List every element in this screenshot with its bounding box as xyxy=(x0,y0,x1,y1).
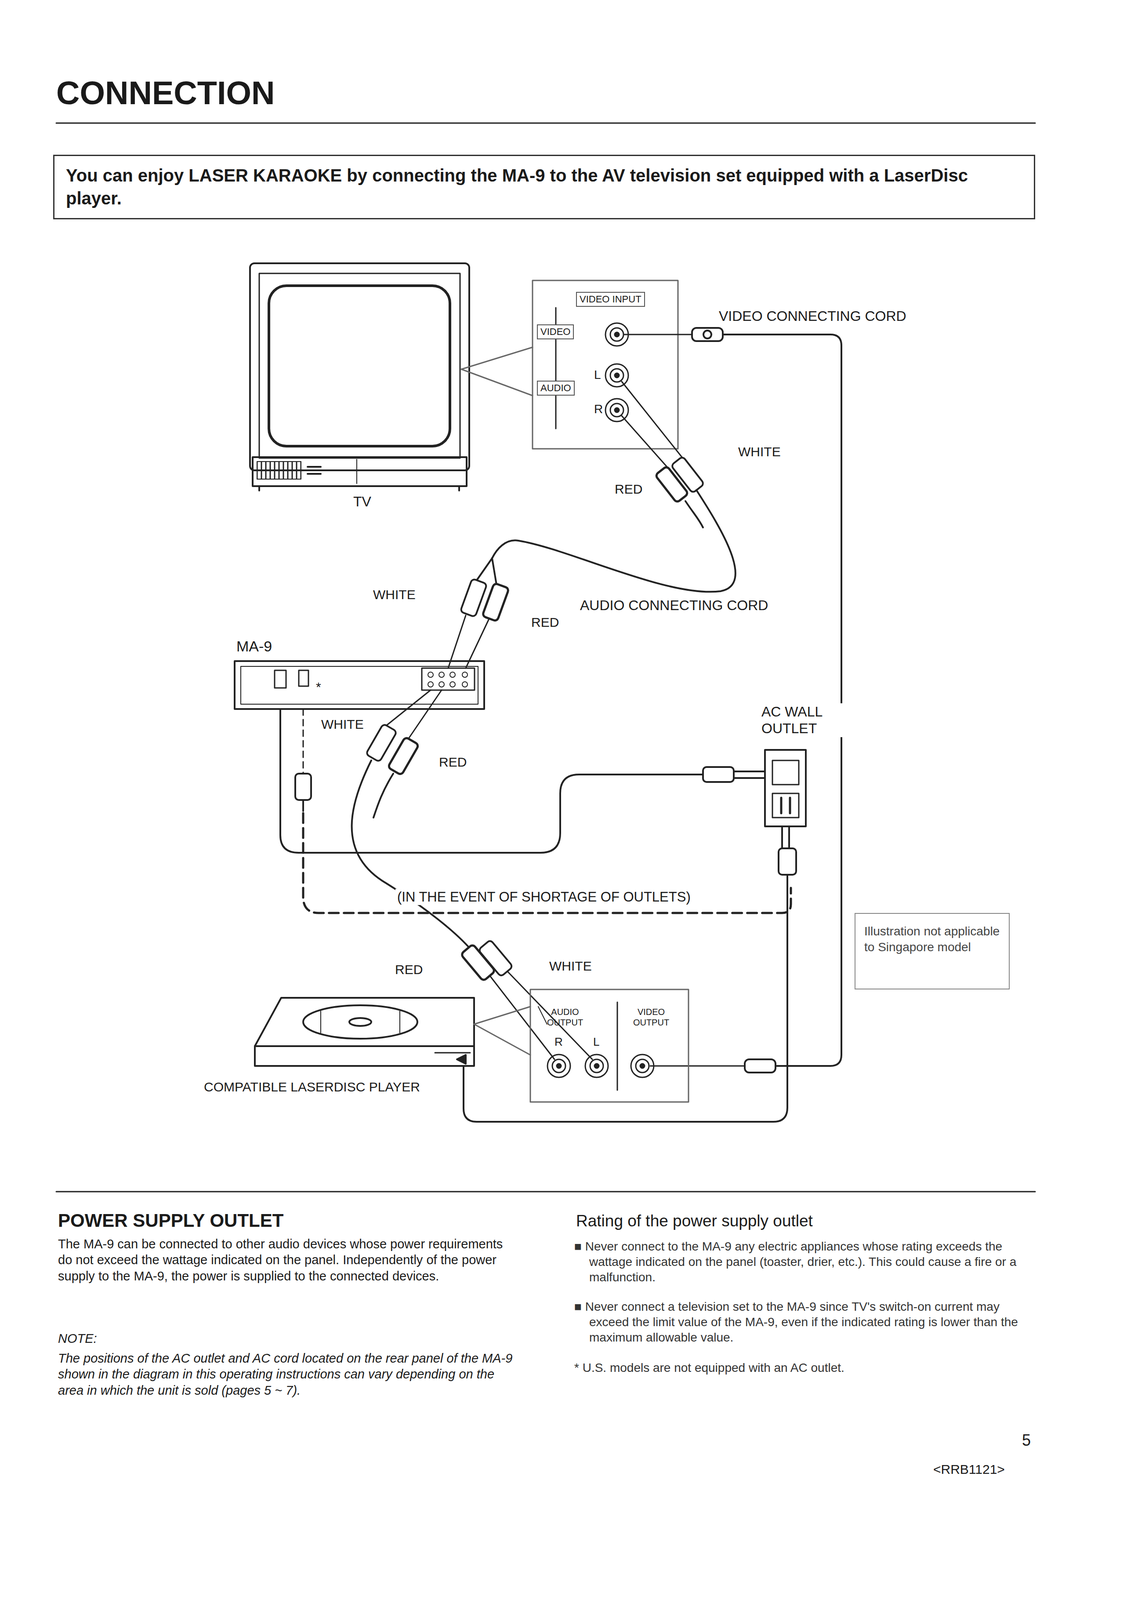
device-label: TV xyxy=(351,492,374,510)
body-text: The MA-9 can be connected to other audio… xyxy=(56,1235,519,1284)
boxed-label: VIDEO INPUT xyxy=(576,291,646,307)
jack-label: R xyxy=(552,1034,565,1049)
video-connecting-cord xyxy=(623,327,842,1073)
plug-color-label: WHITE xyxy=(319,716,366,733)
note-heading: NOTE: xyxy=(56,1330,99,1346)
intro-box: You can enjoy LASER KARAOKE by connectin… xyxy=(53,154,1036,220)
page-title: CONNECTION xyxy=(56,73,275,113)
bullet-text: ■ Never connect to the MA-9 any electric… xyxy=(574,1238,1036,1285)
page-number: 5 xyxy=(1020,1430,1033,1450)
jack-label: L xyxy=(592,367,603,383)
cord-label: AUDIO CONNECTING CORD xyxy=(578,596,770,614)
cord-label: VIDEO CONNECTING CORD xyxy=(717,307,909,325)
boxed-label: VIDEO xyxy=(536,324,574,340)
box-text: You can enjoy LASER KARAOKE by connectin… xyxy=(65,163,1023,210)
note-label: (IN THE EVENT OF SHORTAGE OF OUTLETS) xyxy=(395,888,693,905)
panel-label: AUDIO OUTPUT xyxy=(536,1006,594,1028)
section-heading: Rating of the power supply outlet xyxy=(574,1210,815,1231)
plug-color-label: WHITE xyxy=(371,586,418,603)
plug-color-label: WHITE xyxy=(547,957,594,974)
boxed-label: AUDIO xyxy=(536,380,575,396)
note-text: The positions of the AC outlet and AC co… xyxy=(56,1349,519,1398)
doc-code: <RRB1121> xyxy=(931,1460,1007,1477)
panel-label: VIDEO OUTPUT xyxy=(623,1006,680,1028)
device-label: MA-9 xyxy=(234,637,274,656)
plug-color-label: RED xyxy=(437,753,469,770)
bullet-text: ■ Never connect a television set to the … xyxy=(574,1298,1036,1345)
ld-output-panel xyxy=(474,989,689,1102)
outlet-label: AC WALL OUTLET xyxy=(759,703,869,737)
plug-color-label: RED xyxy=(612,481,645,497)
laserdisc-player xyxy=(254,997,475,1066)
bullet-text: * U.S. models are not equipped with an A… xyxy=(574,1359,1036,1375)
plug-color-label: WHITE xyxy=(736,443,783,460)
plug-color-label: RED xyxy=(393,961,425,978)
ma9-unit xyxy=(234,660,485,709)
audio-connecting-cord xyxy=(448,381,736,668)
note-box: Illustration not applicable to Singapore… xyxy=(854,912,1010,990)
mark-label: * xyxy=(314,678,323,695)
plug-color-label: RED xyxy=(529,614,561,631)
section-heading: POWER SUPPLY OUTLET xyxy=(56,1209,286,1232)
jack-label: R xyxy=(592,401,605,417)
jack-label: L xyxy=(591,1034,602,1049)
tv-input-panel xyxy=(461,280,678,449)
box-text: Illustration not applicable to Singapore… xyxy=(864,923,1001,956)
device-label: COMPATIBLE LASERDISC PLAYER xyxy=(202,1078,422,1095)
tv-illustration xyxy=(250,263,470,491)
